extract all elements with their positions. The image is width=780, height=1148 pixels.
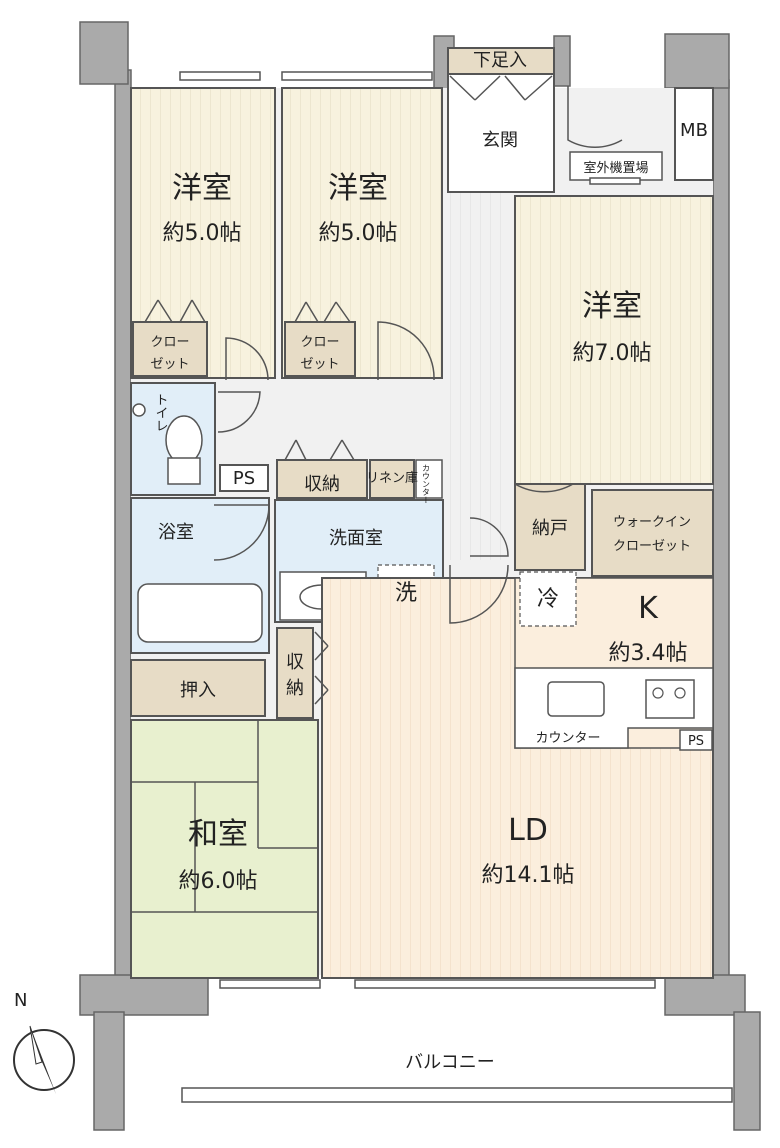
walkin-label-2: クローゼット xyxy=(613,539,691,554)
closet-2-label-1: クロー xyxy=(300,335,339,350)
paper-holder-icon xyxy=(132,403,146,417)
ld-name: LD xyxy=(508,813,548,848)
fridge-space xyxy=(519,571,577,627)
small-counter xyxy=(415,459,443,499)
storage-2-label-2: 納 xyxy=(286,678,304,699)
north-compass-icon xyxy=(13,1025,75,1094)
linen-label: リネン庫 xyxy=(366,471,418,486)
room-1-name: 洋室 xyxy=(172,171,232,206)
room-2-name: 洋室 xyxy=(328,171,388,206)
linen-closet xyxy=(369,459,415,499)
walkin-label-1: ウォークイン xyxy=(613,515,691,530)
kitchen-label: K xyxy=(638,591,659,626)
storage-2-label-1: 収 xyxy=(286,652,304,673)
closet-2 xyxy=(284,321,356,377)
pipe-space-2 xyxy=(679,729,713,751)
kitchen-sink-icon xyxy=(547,681,605,717)
hallway-stripes xyxy=(450,180,510,560)
shoe-storage-label: 下足入 xyxy=(473,50,527,71)
ps-1-label: PS xyxy=(233,468,255,489)
tatami-lines xyxy=(131,720,318,913)
counter-label: カウンター xyxy=(535,731,600,746)
entrance xyxy=(447,73,555,193)
windows xyxy=(179,71,656,989)
room-3-area: 約7.0帖 xyxy=(573,341,652,366)
storage-1 xyxy=(276,459,368,499)
meter-box xyxy=(674,87,714,181)
washitsu-area: 約6.0帖 xyxy=(179,869,258,894)
closet-1-label-1: クロー xyxy=(150,335,189,350)
ps-2-label: PS xyxy=(688,734,704,749)
washitsu-name: 和室 xyxy=(188,817,248,852)
closet-2-label-2: ゼット xyxy=(300,357,339,372)
storage-1-label: 収納 xyxy=(304,474,340,495)
balcony-rail xyxy=(181,1087,733,1103)
burner-icon xyxy=(674,687,686,699)
entrance-label: 玄関 xyxy=(482,130,518,151)
room-3-name: 洋室 xyxy=(582,289,642,324)
nando-storage xyxy=(514,483,586,571)
toilet-label: トイレ xyxy=(153,393,168,432)
small-counter-label: カウンター xyxy=(422,464,431,504)
toilet-tank-icon xyxy=(167,457,201,485)
burner-icon xyxy=(652,687,664,699)
north-label: N xyxy=(14,990,27,1011)
balcony-label: バルコニー xyxy=(405,1052,495,1073)
washitsu xyxy=(130,719,319,979)
outdoor-unit-label: 室外機置場 xyxy=(583,160,648,176)
pipe-space-1 xyxy=(219,464,269,492)
oshiire-label: 押入 xyxy=(180,680,216,701)
closet-1-label-2: ゼット xyxy=(150,357,189,372)
outer-walls xyxy=(79,21,761,1131)
outdoor-unit-space xyxy=(569,151,663,181)
toilet-bowl-icon xyxy=(165,415,203,465)
mb-label: MB xyxy=(680,120,708,141)
bathtub-icon xyxy=(137,583,263,643)
doors xyxy=(144,75,623,705)
western-room-3 xyxy=(514,195,714,485)
nando-label: 納戸 xyxy=(532,518,568,539)
bath-label: 浴室 xyxy=(158,522,194,543)
fridge-label: 冷 xyxy=(537,587,559,612)
closet-1 xyxy=(132,321,208,377)
room-2-area: 約5.0帖 xyxy=(319,221,398,246)
oshiire xyxy=(130,659,266,717)
ld-area: 約14.1帖 xyxy=(482,863,575,888)
kitchen-area: 約3.4帖 xyxy=(609,641,688,666)
room-1-area: 約5.0帖 xyxy=(163,221,242,246)
washer-label: 洗 xyxy=(395,581,417,606)
walk-in-closet xyxy=(591,489,714,577)
washroom-label: 洗面室 xyxy=(329,528,383,549)
storage-2 xyxy=(276,627,314,719)
stove-icon xyxy=(645,679,695,719)
